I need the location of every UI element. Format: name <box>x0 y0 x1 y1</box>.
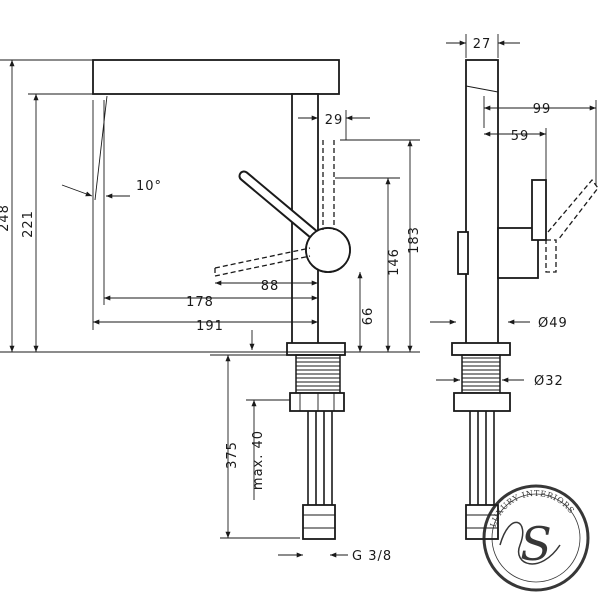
label-base-to-lever: 66 <box>361 307 376 326</box>
label-body-height: 183 <box>407 226 422 254</box>
side-aerator <box>457 231 469 275</box>
logo-ring <box>482 484 590 592</box>
label-reach-outer: 191 <box>196 319 224 334</box>
side-labels: 27 99 59 Ø49 Ø32 <box>473 37 568 389</box>
label-max-deck: max. 40 <box>251 430 266 490</box>
side-threaded-coupling <box>461 354 501 394</box>
label-lever-reach: 88 <box>261 279 280 294</box>
side-base-plate <box>451 342 511 356</box>
label-thread: G 3/8 <box>352 549 392 564</box>
label-lever-reach-short: 59 <box>511 129 530 144</box>
front-labels: 248 221 10° 178 191 88 29 146 183 66 375… <box>0 113 422 564</box>
side-column <box>465 59 499 345</box>
label-shank-diameter: Ø32 <box>534 374 564 389</box>
side-lever-open-position <box>547 178 599 241</box>
lever-open-position <box>214 247 311 269</box>
side-lever <box>531 179 547 241</box>
front-view <box>92 59 351 540</box>
label-shank-length: 375 <box>225 441 240 469</box>
label-total-height: 248 <box>0 204 12 232</box>
side-mounting-nut <box>453 392 511 412</box>
side-dimensions <box>430 34 597 383</box>
base-plate <box>286 342 346 356</box>
label-base-diameter: Ø49 <box>538 316 568 331</box>
threaded-coupling <box>295 354 341 394</box>
mounting-nut <box>289 392 345 412</box>
label-handle-offset: 29 <box>325 113 344 128</box>
angle-guide <box>94 95 108 201</box>
front-dimensions <box>0 59 420 558</box>
label-reach-inner: 178 <box>186 295 214 310</box>
watermark-logo: LUXURY INTERIORS S <box>482 484 590 592</box>
label-spout-height: 221 <box>21 210 36 238</box>
label-top-width: 27 <box>473 37 492 52</box>
label-lever-reach-long: 99 <box>533 102 552 117</box>
label-spout-angle: 10° <box>136 179 162 194</box>
spout-body <box>92 59 340 95</box>
hose-connector <box>302 504 336 540</box>
label-handle-height: 146 <box>387 248 402 276</box>
